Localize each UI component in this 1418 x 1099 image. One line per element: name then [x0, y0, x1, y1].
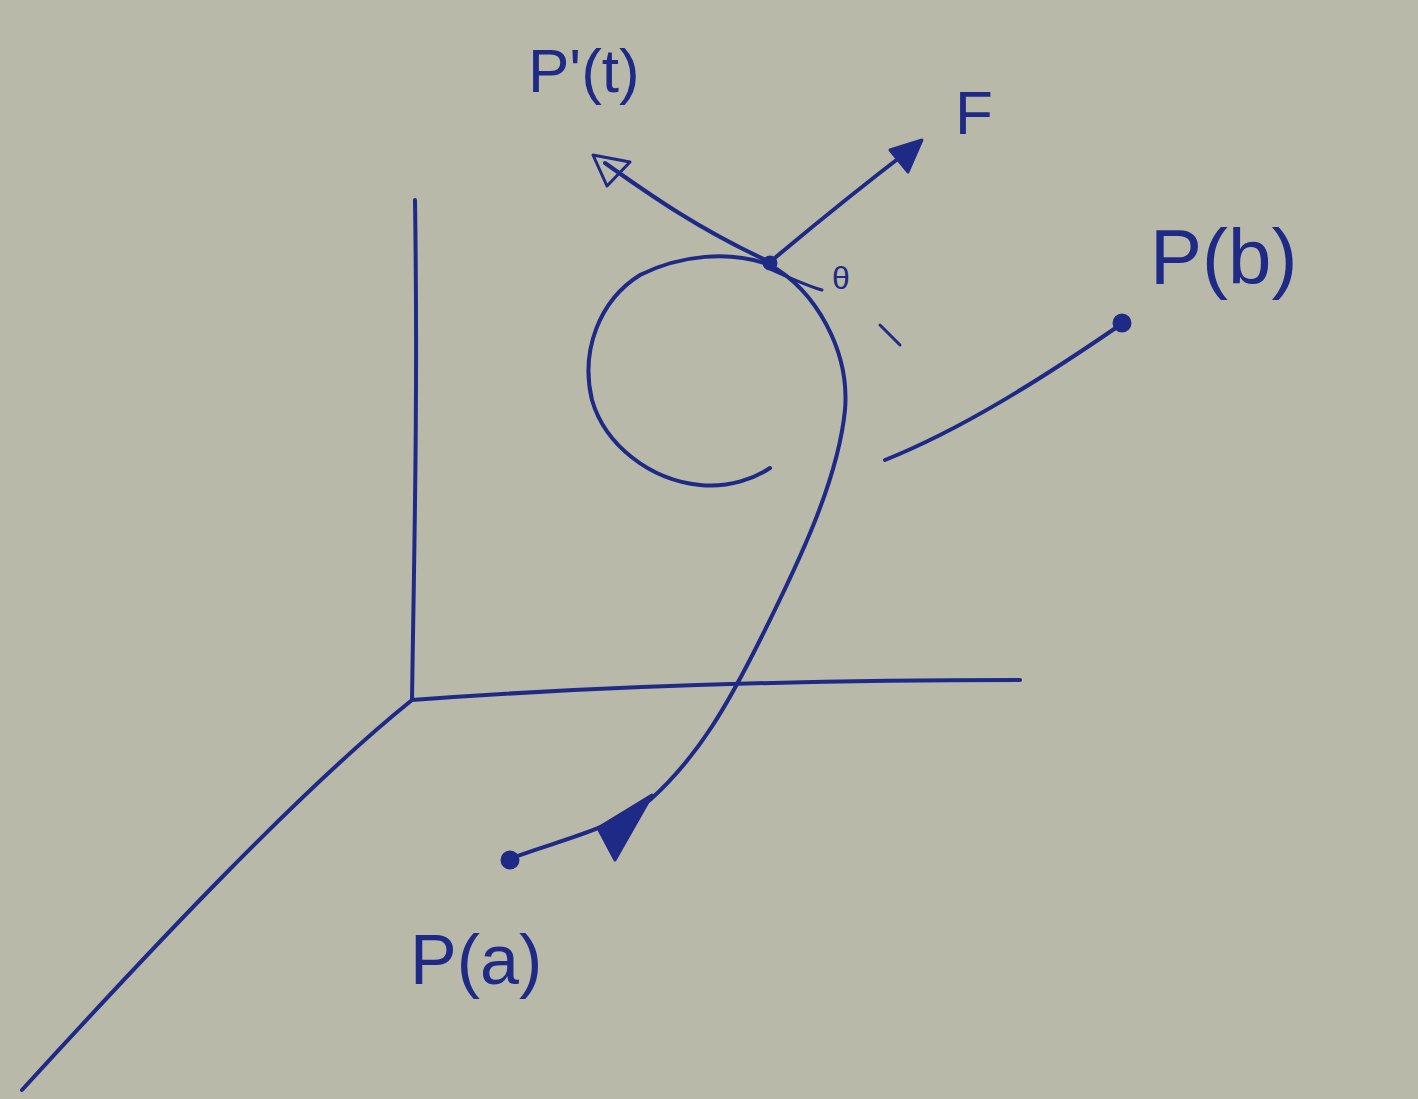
angle-mark: [768, 268, 822, 290]
end-point-label: P(b): [1150, 218, 1297, 296]
tangent-vector: [605, 163, 770, 262]
angle-label: θ: [832, 262, 850, 294]
start-point: [502, 852, 518, 868]
force-label: F: [955, 82, 993, 144]
x-axis: [22, 700, 412, 1090]
curve-end: [885, 325, 1120, 460]
curve: [512, 256, 845, 858]
tangent-arrowhead: [593, 155, 630, 186]
start-point-label: P(a): [410, 925, 542, 995]
y-axis: [412, 680, 1020, 700]
force-vector: [770, 148, 912, 262]
curve-arrowhead: [598, 795, 652, 860]
contact-point: [764, 257, 776, 269]
end-point: [1114, 315, 1130, 331]
angle-tick: [880, 325, 900, 345]
tangent-label: P'(t): [528, 40, 640, 102]
force-arrowhead: [890, 140, 922, 172]
z-axis: [412, 200, 416, 700]
